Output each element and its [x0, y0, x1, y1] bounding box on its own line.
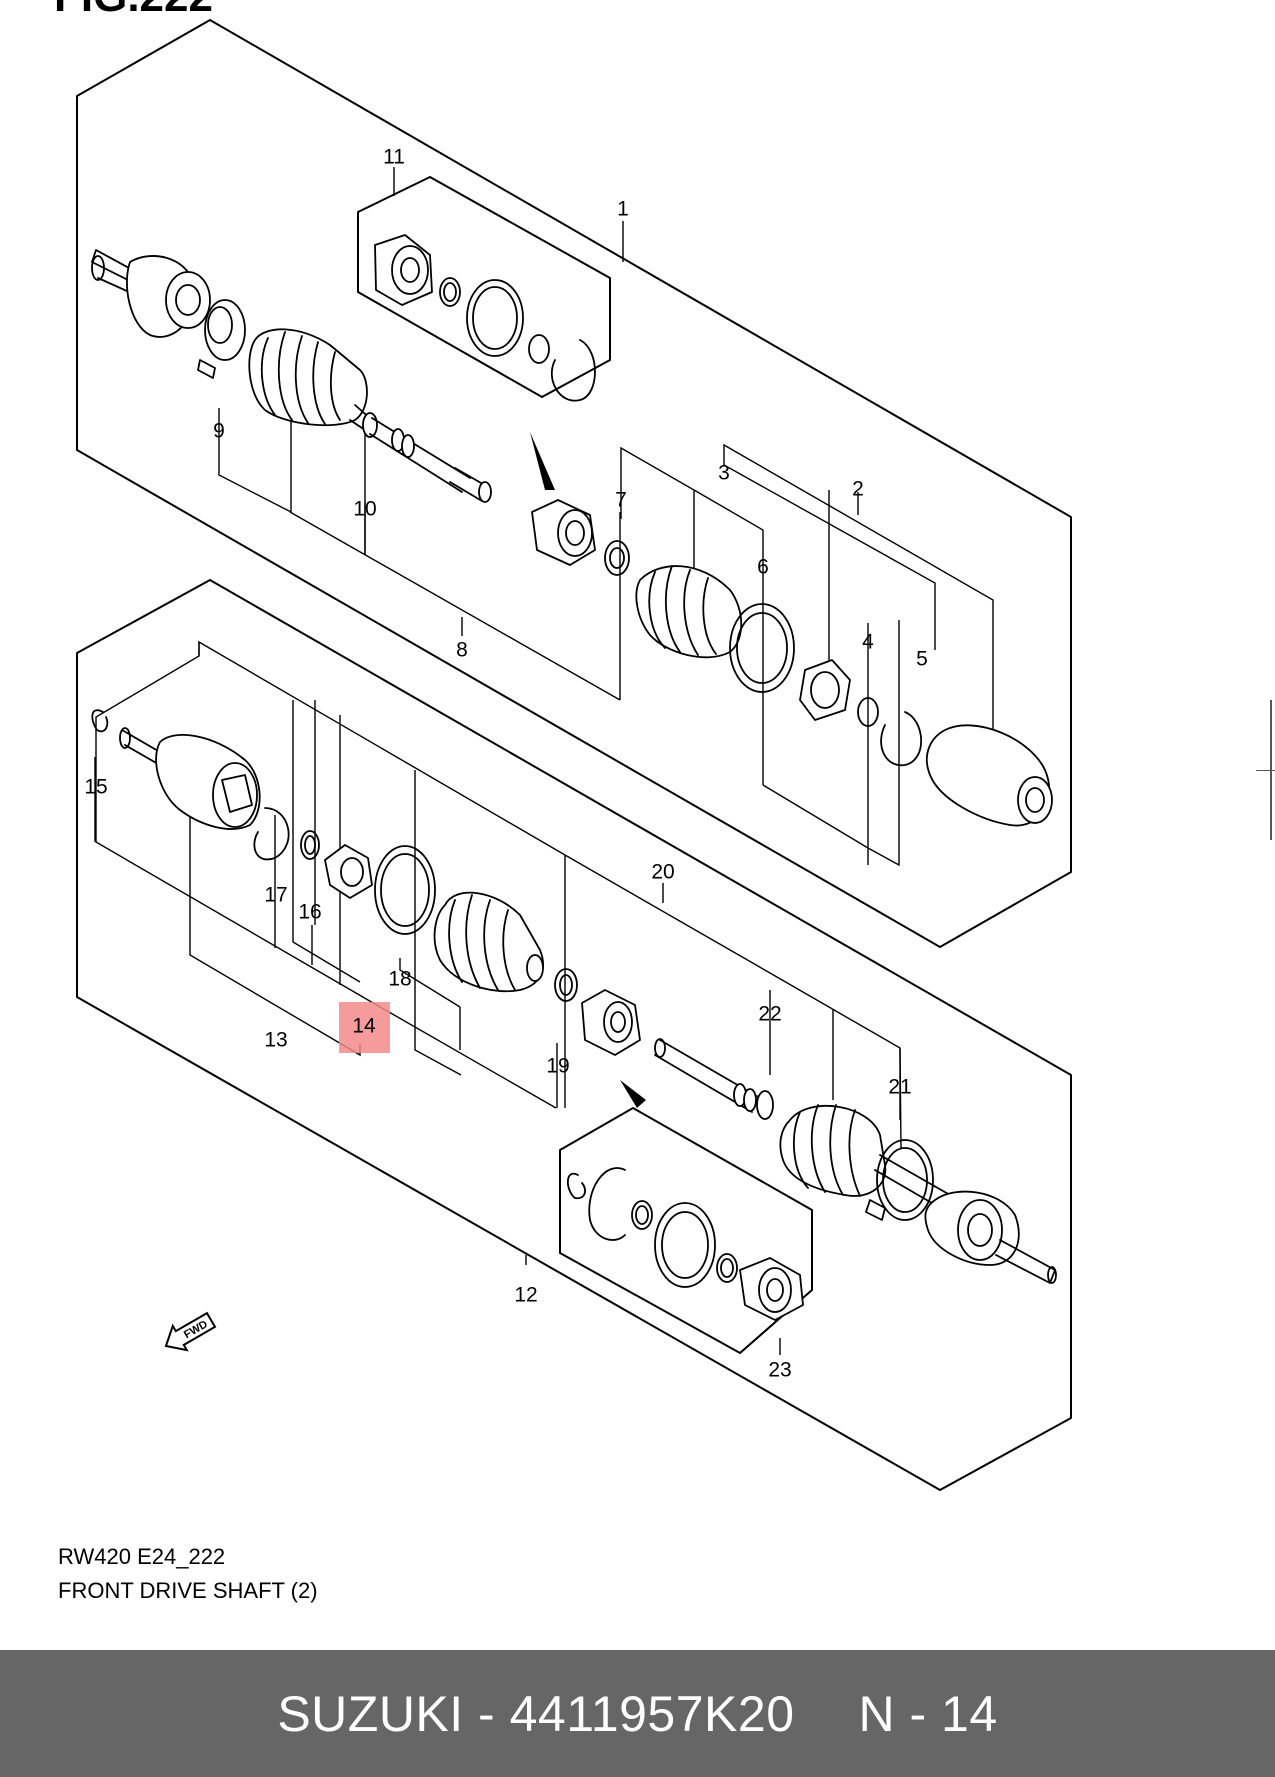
lower-kit-box — [559, 1107, 813, 1354]
callout-17: 17 — [264, 884, 287, 907]
upper-assembly-frame — [76, 19, 1072, 948]
lower-assembly-frame — [76, 579, 1072, 1491]
callout-4: 4 — [862, 631, 874, 654]
lower-kit-arrow — [620, 1080, 646, 1108]
upper-kit-arrow — [530, 432, 555, 490]
lower-inner-housing — [119, 727, 261, 830]
callout-5: 5 — [916, 648, 928, 671]
callout-9: 9 — [213, 420, 225, 443]
footer-part-number: SUZUKI - 4411957K20 — [277, 1685, 795, 1742]
upper-outer-boot — [248, 328, 378, 438]
upper-kit-box — [357, 176, 611, 398]
callout-22: 22 — [758, 1003, 781, 1026]
lower-joint-internals — [253, 807, 436, 935]
callout-19: 19 — [546, 1055, 569, 1078]
callout-21: 21 — [888, 1076, 911, 1099]
lower-kit-parts — [566, 1167, 804, 1321]
callout-labels: 1 2 3 4 5 6 7 8 9 10 11 12 13 14 15 16 1… — [84, 146, 928, 1382]
diagram-name: FRONT DRIVE SHAFT (2) — [58, 1578, 318, 1603]
right-edge-tick — [1256, 770, 1275, 771]
callout-2: 2 — [852, 478, 864, 501]
upper-kit-parts — [374, 234, 596, 402]
callout-7: 7 — [615, 489, 627, 512]
figure-title: FIG.222 — [54, 0, 213, 22]
callout-6: 6 — [757, 556, 769, 579]
callout-1: 1 — [617, 198, 629, 221]
upper-shaft — [369, 417, 492, 503]
callout-14: 14 — [352, 1015, 376, 1038]
upper-inner-joint-parts — [531, 499, 1053, 827]
forward-direction-arrow: FWD — [164, 1311, 217, 1352]
upper-outer-joint — [91, 249, 246, 379]
lower-leaders — [94, 640, 902, 1355]
callout-15: 15 — [84, 776, 107, 799]
lower-shaft — [654, 1038, 774, 1120]
diagram-code: RW420 E24_222 — [58, 1544, 226, 1569]
callout-23: 23 — [768, 1359, 791, 1382]
footer-bar: SUZUKI - 4411957K20 N - 14 — [0, 1650, 1275, 1777]
callout-8: 8 — [456, 639, 468, 662]
callout-20: 20 — [651, 861, 674, 884]
footer-quantity: N - 14 — [858, 1685, 998, 1742]
callout-10: 10 — [353, 498, 376, 521]
callout-12: 12 — [514, 1284, 537, 1307]
callout-3: 3 — [718, 462, 730, 485]
callout-11: 11 — [383, 146, 405, 169]
lower-snap-ring-15 — [91, 709, 109, 733]
part-14-highlight — [339, 1002, 390, 1053]
upper-leaders — [218, 167, 994, 867]
callout-16: 16 — [298, 901, 321, 924]
drive-shaft-diagram: FWD 1 2 3 4 5 6 7 8 9 10 11 12 13 14 15 … — [76, 19, 1072, 1491]
callout-13: 13 — [264, 1029, 287, 1052]
callout-18: 18 — [388, 968, 411, 991]
lower-inner-boot — [433, 891, 641, 1056]
lower-outer-joint — [924, 1190, 1057, 1284]
